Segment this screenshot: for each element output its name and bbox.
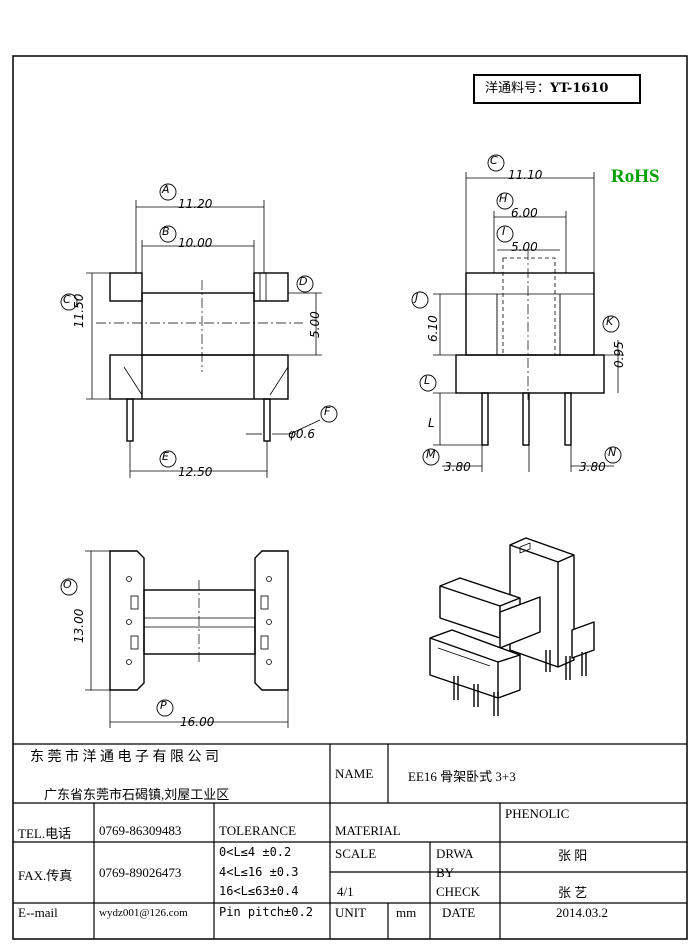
name-label: NAME — [335, 766, 374, 781]
dim-callout-b: B — [162, 225, 170, 238]
tolerance-range-1: 0<L≤4 ±0.2 — [219, 845, 292, 859]
date-value: 2014.03.2 — [556, 905, 608, 920]
dim-callout-f: F — [324, 405, 331, 418]
scale-label: SCALE — [335, 846, 377, 861]
tolerance-pin-pitch: Pin pitch±0.2 — [219, 905, 313, 919]
company-address: 广东省东莞市石碣镇,刘屋工业区 — [44, 787, 230, 802]
front-view-callouts — [60, 183, 338, 468]
dim-o-value: 13.00 — [72, 608, 86, 643]
dim-callout-a: A — [162, 183, 170, 196]
dim-b-value: 10.00 — [178, 236, 213, 250]
side-view — [455, 250, 605, 446]
front-view-dims — [86, 200, 322, 478]
side-view-callouts — [411, 154, 622, 466]
drawn-by-value: 张 阳 — [558, 848, 588, 863]
front-view — [96, 272, 303, 442]
tel-value: 0769-86309483 — [99, 823, 182, 838]
material-value: PHENOLIC — [505, 806, 570, 821]
dim-callout-d: D — [299, 275, 308, 288]
tolerance-label: TOLERANCE — [219, 823, 297, 838]
rohs-mark: RoHS — [611, 166, 660, 187]
drawn-by-label-1: DRWA — [436, 846, 474, 861]
dim-p-value: 16.00 — [180, 715, 215, 729]
unit-label: UNIT — [335, 905, 367, 920]
dim-e-value: 12.50 — [178, 465, 213, 479]
dim-d-value: 5.00 — [308, 311, 322, 338]
dim-j-value: 6.10 — [426, 315, 440, 342]
dim-callout-m: M — [426, 448, 436, 461]
drawn-by-label-2: BY — [436, 865, 455, 880]
tolerance-range-2: 4<L≤16 ±0.3 — [219, 865, 299, 879]
email-value: wydz001@126.com — [99, 907, 188, 919]
dim-callout-e: E — [162, 450, 169, 463]
side-view-dims — [433, 172, 624, 472]
dim-callout-c: C — [63, 293, 71, 306]
material-label: MATERIAL — [335, 823, 401, 838]
part-number: YT-1610 — [550, 81, 609, 96]
dim-n-value: 3.80 — [579, 460, 606, 474]
part-number-box: 洋通料号：YT-1610 — [473, 74, 641, 104]
bottom-view-dims — [85, 550, 289, 728]
unit-value: mm — [396, 905, 417, 920]
tolerance-range-3: 16<L≤63±0.4 — [219, 884, 299, 898]
bottom-view-callouts — [60, 578, 174, 717]
dim-k-value: 0.95 — [612, 341, 626, 368]
dim-callout-j: J — [415, 291, 419, 304]
date-label: DATE — [442, 905, 476, 920]
dim-callout-i: I — [502, 225, 506, 238]
fax-value: 0769-89026473 — [99, 865, 182, 880]
name-value: EE16 骨架卧式 3+3 — [408, 769, 516, 784]
check-value: 张 艺 — [558, 885, 588, 900]
dim-c-value: 11.50 — [72, 293, 86, 328]
bottom-view — [109, 550, 289, 691]
dim-m-value: 3.80 — [444, 460, 471, 474]
dim-a-value: 11.20 — [178, 197, 213, 211]
fax-label: FAX.传真 — [18, 868, 73, 883]
dim-h-value: 6.00 — [511, 206, 538, 220]
dim-callout-l: L — [424, 374, 431, 387]
dim-f-value: φ0.6 — [288, 427, 315, 441]
company-name: 东 莞 市 洋 通 电 子 有 限 公 司 — [30, 750, 219, 765]
dim-callout-o: O — [63, 578, 72, 591]
dim-l-value: L — [428, 416, 435, 430]
dim-i-value: 5.00 — [511, 240, 538, 254]
dim-callout-n: N — [608, 446, 617, 459]
dim-callout-k: K — [606, 315, 614, 328]
tel-label: TEL.电话 — [18, 826, 72, 841]
check-label: CHECK — [436, 884, 481, 899]
dim-c2-value: 11.10 — [508, 168, 543, 182]
title-block-grid — [13, 743, 687, 939]
isometric-view — [429, 537, 595, 716]
scale-value: 4/1 — [337, 884, 354, 899]
dim-callout-c-side: C — [490, 154, 498, 167]
frame-border — [12, 55, 688, 940]
dim-callout-p: P — [160, 699, 167, 712]
part-number-label: 洋通料号： — [485, 81, 551, 96]
dim-callout-h: H — [499, 192, 508, 205]
email-label: E--mail — [18, 905, 58, 920]
